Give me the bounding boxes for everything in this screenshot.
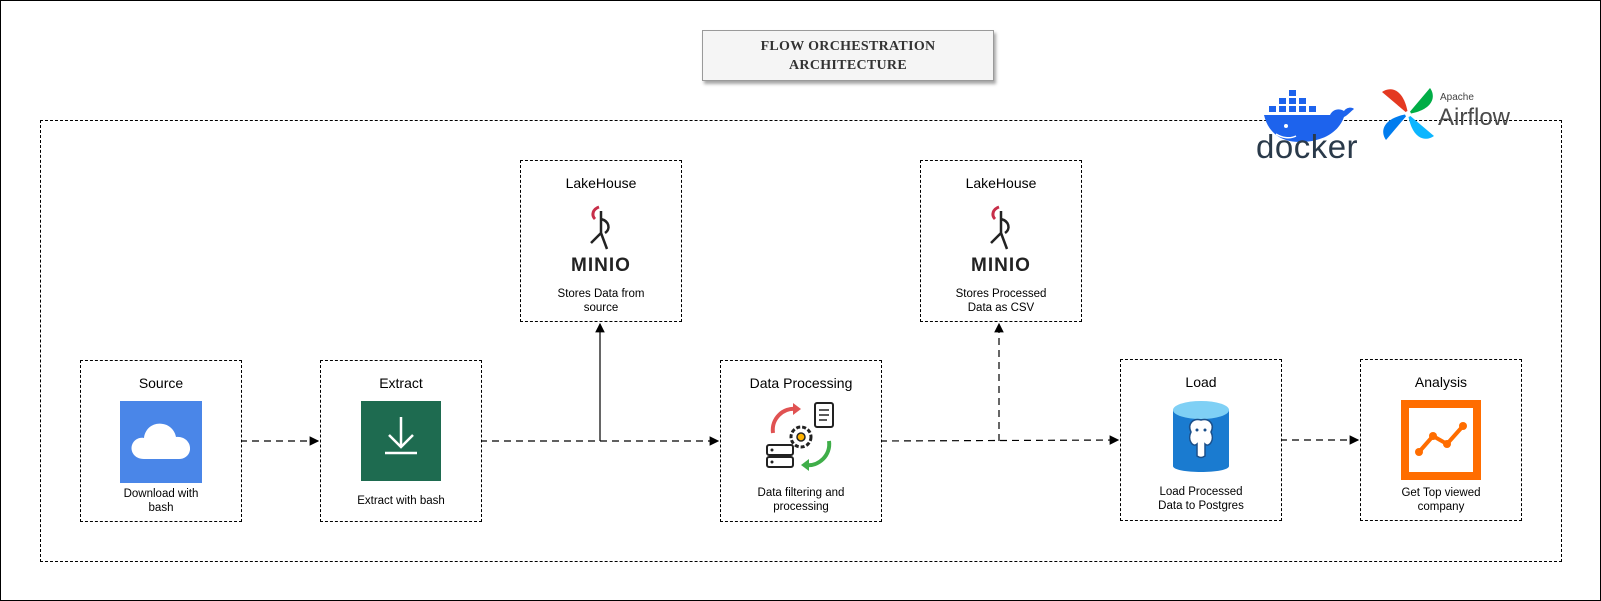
docker-wordmark: docker xyxy=(1256,128,1359,165)
node-extract-label: Extract xyxy=(379,375,423,391)
node-load-caption: Load Processed Data to Postgres xyxy=(1127,485,1275,513)
download-icon xyxy=(361,401,441,481)
title-line-2: ARCHITECTURE xyxy=(789,57,907,73)
node-lakehouse-raw-label: LakeHouse xyxy=(565,175,637,191)
line-chart-icon xyxy=(1401,400,1481,480)
docker-whale-icon xyxy=(1264,90,1354,142)
processing-icon xyxy=(759,397,843,477)
node-lakehouse-raw: LakeHouse MINIO Stores Data from source xyxy=(520,160,682,322)
node-extract: Extract Extract with bash xyxy=(320,360,482,522)
docker-logo: docker xyxy=(1256,84,1362,165)
minio-icon xyxy=(977,205,1025,255)
node-extract-caption: Extract with bash xyxy=(327,494,475,508)
airflow-wordmark: Airflow xyxy=(1438,104,1511,131)
node-analysis-label: Analysis xyxy=(1414,374,1468,390)
caption-line-2: Data to Postgres xyxy=(1158,500,1244,512)
caption-line-1: Stores Data from xyxy=(557,288,645,300)
caption-line-2: Data as CSV xyxy=(967,302,1035,314)
node-lakehouse-processed-label: LakeHouse xyxy=(965,175,1037,191)
caption-line-1: Extract with bash xyxy=(357,495,445,507)
minio-wordmark: MINIO xyxy=(971,255,1031,276)
minio-icon xyxy=(577,205,625,255)
postgres-database-icon xyxy=(1169,398,1233,478)
node-lakehouse-raw-caption: Stores Data from source xyxy=(527,287,675,315)
node-load-label: Load xyxy=(1185,374,1217,390)
caption-line-1: Load Processed xyxy=(1159,486,1243,498)
node-data-processing: Data Processing Data filtering and proce… xyxy=(720,360,882,522)
title-line-1: FLOW ORCHESTRATION xyxy=(760,38,936,54)
airflow-apache-label: Apache xyxy=(1440,92,1474,103)
caption-line-1: Stores Processed xyxy=(955,288,1047,300)
node-processing-label: Data Processing xyxy=(749,375,853,391)
node-lakehouse-processed-caption: Stores Processed Data as CSV xyxy=(927,287,1075,315)
node-source-caption: Download with bash xyxy=(87,487,235,515)
minio-wordmark: MINIO xyxy=(571,255,631,276)
caption-line-1: Data filtering and xyxy=(757,487,845,499)
airflow-logo: Apache Airflow xyxy=(1378,84,1528,144)
caption-line-2: source xyxy=(583,302,619,314)
airflow-pinwheel-icon xyxy=(1382,88,1434,140)
node-source: Source Download with bash xyxy=(80,360,242,522)
caption-line-2: company xyxy=(1417,501,1465,513)
caption-line-1: Get Top viewed xyxy=(1401,487,1481,499)
caption-line-2: bash xyxy=(148,502,174,514)
node-processing-caption: Data filtering and processing xyxy=(727,486,875,514)
diagram-title: FLOW ORCHESTRATION ARCHITECTURE xyxy=(702,30,994,81)
arrow-processing-to-load xyxy=(879,435,1120,445)
caption-line-2: processing xyxy=(773,501,829,513)
node-lakehouse-processed: LakeHouse MINIO Stores Processed Data as… xyxy=(920,160,1082,322)
cloud-icon xyxy=(120,401,202,483)
orchestration-container xyxy=(40,120,1562,562)
node-analysis-caption: Get Top viewed company xyxy=(1367,486,1515,514)
node-load: Load Load Processed Data to Postgres xyxy=(1120,359,1282,521)
node-analysis: Analysis Get Top viewed company xyxy=(1360,359,1522,521)
caption-line-1: Download with xyxy=(123,488,199,500)
node-source-label: Source xyxy=(138,375,184,391)
